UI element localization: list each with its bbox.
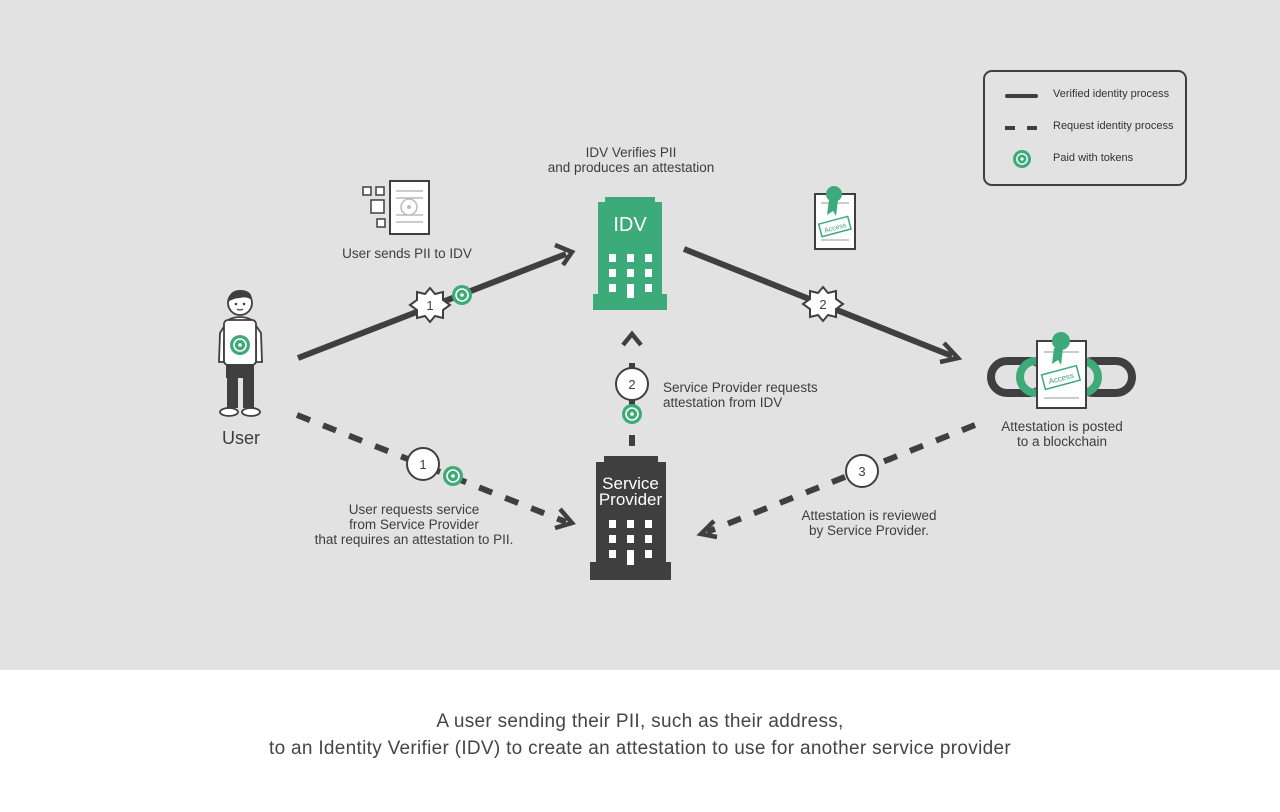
request-step-3-badge: 3 [845, 454, 879, 488]
token-icon [1013, 150, 1031, 168]
user-sends-label: User sends PII to IDV [342, 246, 472, 261]
blockchain-label: Attestation is posted to a blockchain [982, 419, 1142, 449]
sp-requests-line2: attestation from IDV [663, 395, 783, 410]
request-step-1-badge: 1 [406, 447, 440, 481]
diagram-svg: Access [218, 180, 1136, 580]
service-provider-building [590, 456, 671, 580]
user-figure [218, 290, 263, 417]
verified-step-2-number: 2 [819, 297, 826, 312]
token-icon-request-2 [621, 403, 643, 425]
caption-line2: to an Identity Verifier (IDV) to create … [269, 738, 1011, 759]
token-icon-request-1 [442, 465, 464, 487]
blockchain-chain-icon: Access [987, 332, 1136, 409]
attestation-certificate-icon: Access [814, 186, 856, 250]
request-step-3-number: 3 [858, 464, 865, 479]
request-arrow-blockchain-to-sp [696, 422, 977, 540]
request-step-2-badge: 2 [615, 367, 649, 401]
request-step-2-number: 2 [628, 377, 635, 392]
legend-request-row: Request identity process [985, 118, 1185, 136]
token-icon-step-1 [451, 284, 473, 306]
verified-step-1-badge: 1 [408, 286, 452, 324]
pii-document-icon [362, 180, 430, 235]
legend-verified-text: Verified identity process [1053, 88, 1170, 100]
user-requests-line1: User requests service [348, 502, 480, 517]
user-label: User [222, 428, 261, 448]
legend-verified-row: Verified identity process [985, 86, 1185, 104]
diagram-canvas: Access [0, 0, 1280, 670]
verified-step-1-number: 1 [426, 298, 433, 313]
legend-paid-text: Paid with tokens [1053, 152, 1134, 164]
user-requests-line2: from Service Provider [349, 517, 479, 532]
idv-verifies-label: IDV Verifies PII and produces an attesta… [531, 145, 731, 175]
sp-building-label-line2: Provider [598, 490, 663, 509]
caption-line1: A user sending their PII, such as their … [436, 711, 844, 732]
user-requests-line3: that requires an attestation to PII. [314, 532, 514, 547]
verified-step-2-badge: 2 [801, 285, 845, 323]
legend-paid-row: Paid with tokens [985, 150, 1185, 168]
idv-verifies-line2: and produces an attestation [547, 160, 715, 175]
idv-building-label: IDV [613, 214, 647, 236]
dashed-line-swatch-a [1005, 126, 1015, 130]
reviewed-line2: by Service Provider. [808, 523, 930, 538]
caption: A user sending their PII, such as their … [0, 670, 1280, 812]
user-token-icon [229, 334, 251, 356]
idv-building [593, 197, 667, 310]
reviewed-label: Attestation is reviewed by Service Provi… [789, 508, 949, 538]
blockchain-line1: Attestation is posted [1001, 419, 1123, 434]
request-arrow-sp-to-idv [621, 330, 643, 446]
user-requests-label: User requests service from Service Provi… [294, 502, 534, 547]
reviewed-line1: Attestation is reviewed [801, 508, 937, 523]
sp-requests-line1: Service Provider requests [663, 380, 818, 395]
sp-requests-label: Service Provider requests attestation fr… [663, 380, 818, 410]
legend: Verified identity process Request identi… [983, 70, 1187, 186]
idv-verifies-line1: IDV Verifies PII [585, 145, 677, 160]
request-step-1-number: 1 [419, 457, 426, 472]
solid-line-swatch [1005, 94, 1038, 98]
legend-request-text: Request identity process [1053, 120, 1174, 132]
blockchain-line2: to a blockchain [1016, 434, 1108, 449]
dashed-line-swatch-b [1027, 126, 1037, 130]
sp-building-label-line1: Service [602, 474, 659, 493]
